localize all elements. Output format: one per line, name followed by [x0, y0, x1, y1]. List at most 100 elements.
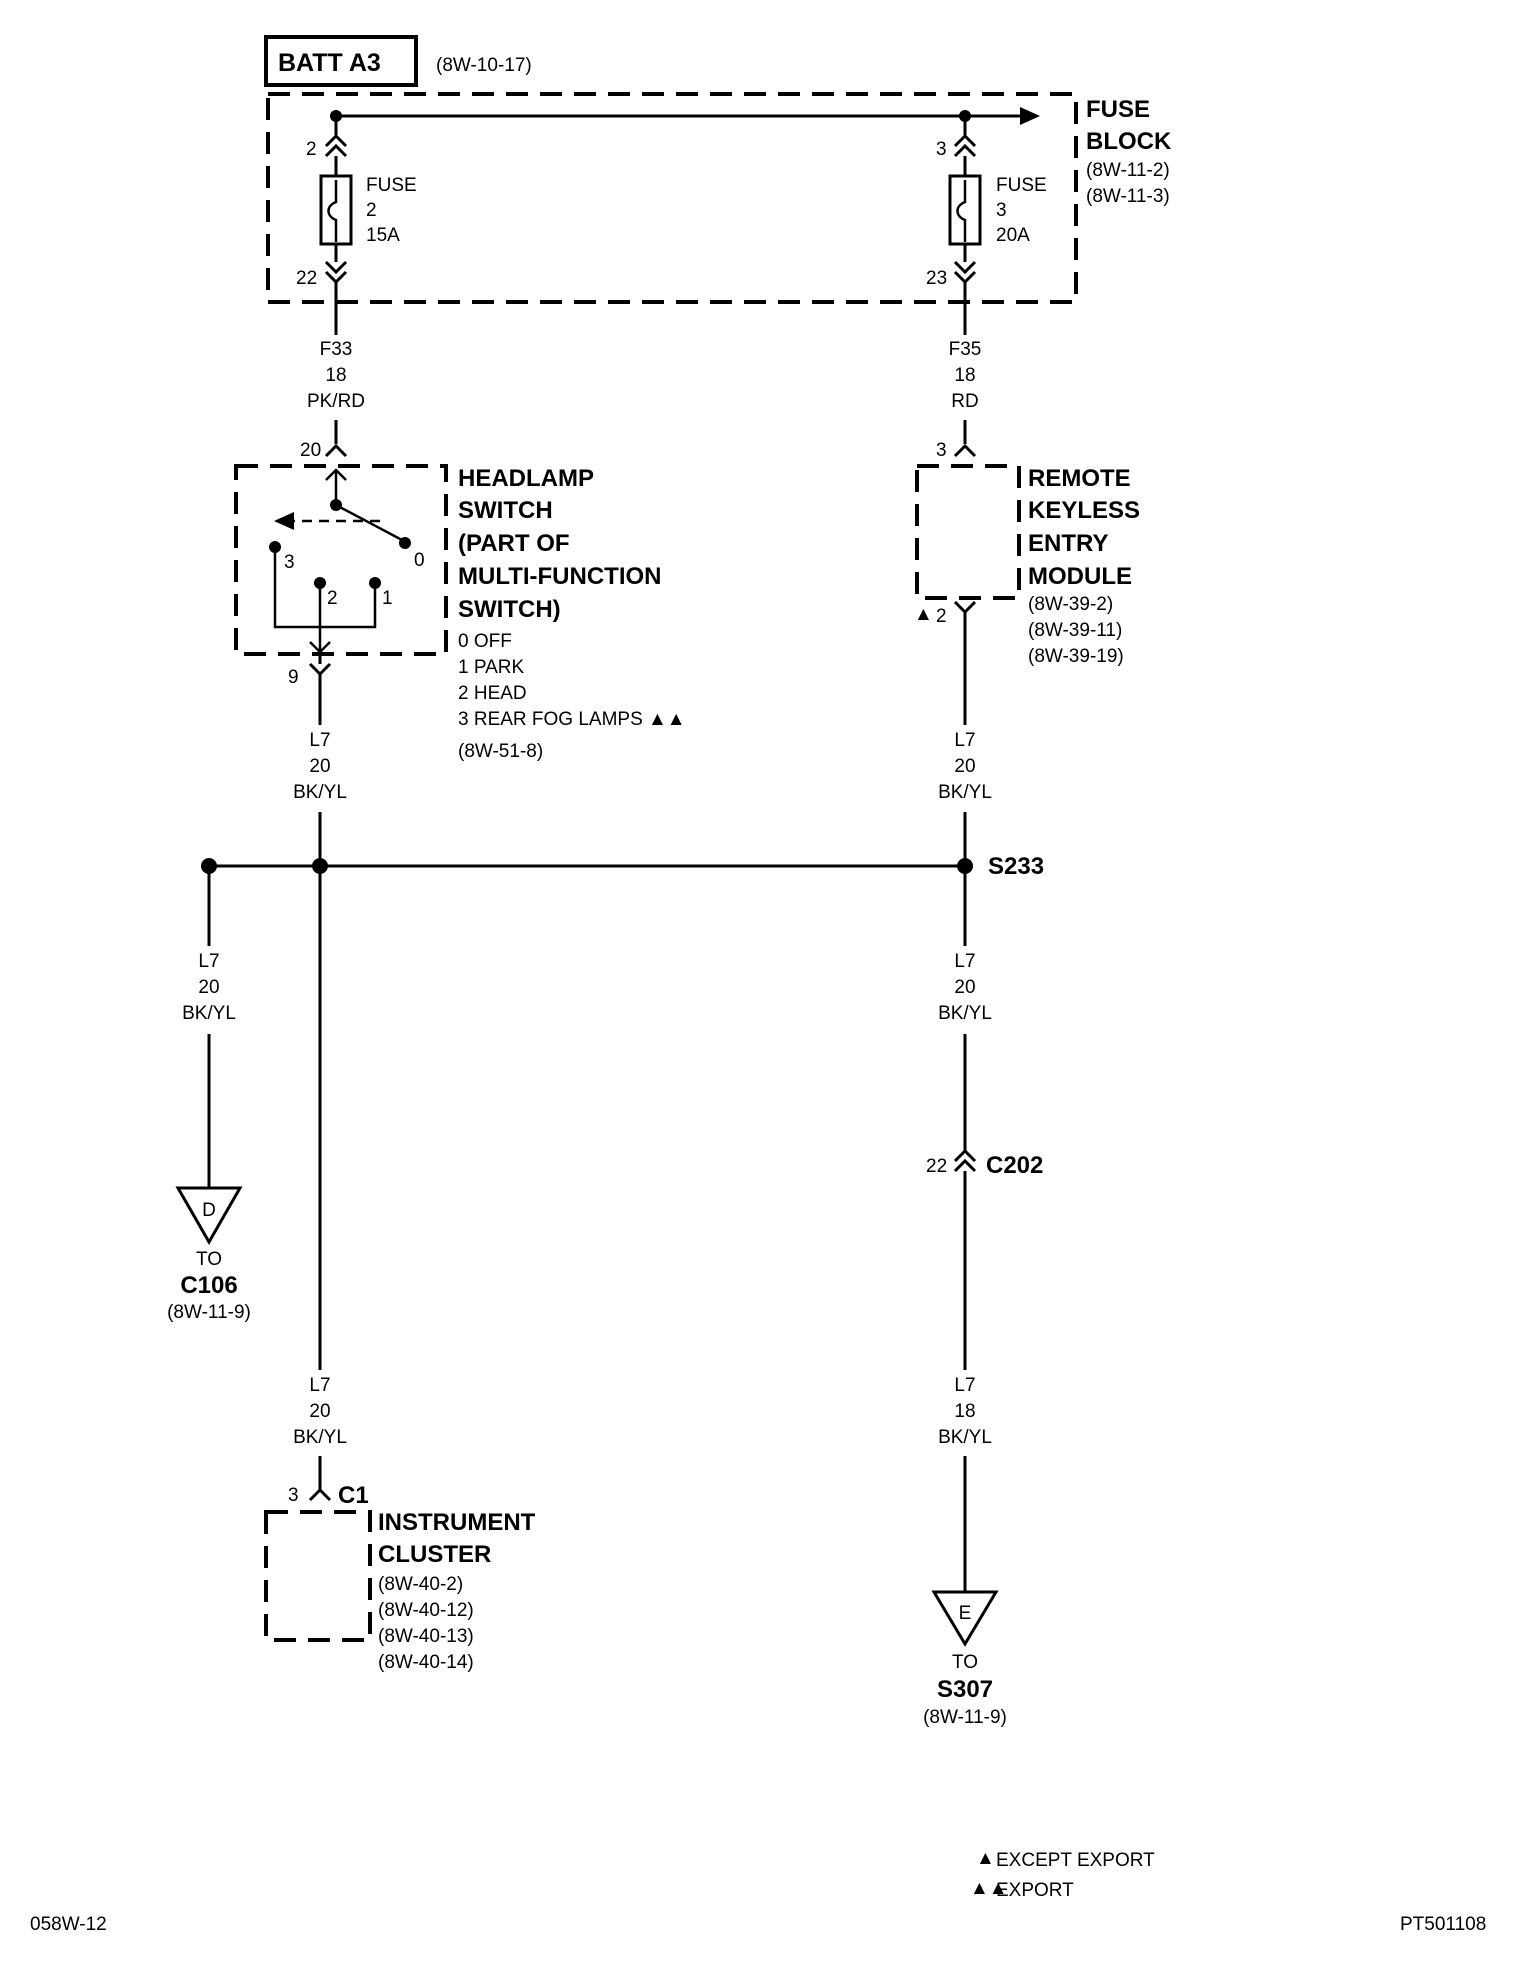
- wire-l7-s233-circuit: L7: [954, 951, 975, 972]
- headlamp-in-pin: 20: [300, 440, 321, 461]
- cluster-ref-4: (8W-40-14): [378, 1652, 474, 1673]
- offpage-e-letter: E: [959, 1603, 972, 1624]
- connector-c202-icon: [953, 1148, 977, 1163]
- headlamp-ref: (8W-51-8): [458, 741, 543, 762]
- wire-l7-rke-color: BK/YL: [938, 782, 992, 803]
- headlamp-switch-outline: [234, 464, 448, 656]
- fuse3-number: 3: [996, 200, 1007, 221]
- cluster-pin: 3: [288, 1485, 299, 1506]
- rke-in-pin: 3: [936, 440, 947, 461]
- rke-ref-2: (8W-39-11): [1028, 620, 1122, 641]
- fuse-block-ref-1: (8W-11-2): [1086, 160, 1170, 181]
- offpage-d-to: TO: [196, 1249, 222, 1270]
- offpage-d-dest: C106: [180, 1272, 237, 1299]
- bus-arrow-icon: [1020, 107, 1040, 125]
- wire-l7-headlamp-circuit: L7: [309, 730, 330, 751]
- switch-contact-3: 3: [284, 552, 295, 573]
- fuse3-rating: 20A: [996, 225, 1030, 246]
- rke-ref-3: (8W-39-19): [1028, 646, 1124, 667]
- wire-l7-cluster-gauge: 20: [309, 1401, 330, 1422]
- rke-module-outline: [915, 464, 1021, 600]
- headlamp-position-0: 0 OFF: [458, 631, 512, 652]
- wire-l7-rke-circuit: L7: [954, 730, 975, 751]
- except-export-marker-icon: ▲: [914, 604, 933, 625]
- headlamp-title-1: HEADLAMP: [458, 465, 594, 492]
- wire-l7-left-color: BK/YL: [182, 1003, 236, 1024]
- legend-export-marker-icon: ▲▲: [970, 1878, 1008, 1899]
- rke-title-3: ENTRY: [1028, 530, 1108, 557]
- switch-contact-2: 2: [327, 588, 338, 609]
- fuse-block-title-2: BLOCK: [1086, 128, 1172, 155]
- wire-l7-cluster-circuit: L7: [309, 1375, 330, 1396]
- headlamp-switch: [234, 420, 448, 725]
- headlamp-title-4: MULTI-FUNCTION: [458, 563, 662, 590]
- fuse2-in-pin: 2: [306, 139, 317, 160]
- offpage-d-ref: (8W-11-9): [167, 1302, 251, 1323]
- rke-module: [915, 420, 1021, 725]
- headlamp-position-2: 2 HEAD: [458, 683, 527, 704]
- wire-l7-headlamp-gauge: 20: [309, 756, 330, 777]
- headlamp-out-pin: 9: [288, 667, 299, 688]
- fuse3-label: FUSE: [996, 175, 1047, 196]
- connector-chevron-icon: [953, 443, 977, 458]
- connector-chevron-icon: [324, 443, 348, 458]
- wire-l7-s307-gauge: 18: [954, 1401, 975, 1422]
- wire-l7-left-gauge: 20: [198, 977, 219, 998]
- switch-contact-0: 0: [414, 550, 425, 571]
- battery-label-box: [264, 35, 418, 87]
- wire-f35-gauge: 18: [954, 365, 975, 386]
- fuse-block-title-1: FUSE: [1086, 96, 1150, 123]
- instrument-cluster-outline: [264, 1510, 372, 1642]
- battery-ref: (8W-10-17): [436, 55, 532, 76]
- cluster-connector: C1: [338, 1482, 369, 1509]
- offpage-e-ref: (8W-11-9): [923, 1707, 1007, 1728]
- headlamp-title-2: SWITCH: [458, 497, 553, 524]
- legend-export: EXPORT: [996, 1880, 1074, 1901]
- wire-f33-color: PK/RD: [307, 391, 365, 412]
- fuse-block-ref-2: (8W-11-3): [1086, 186, 1170, 207]
- wire-f33-circuit: F33: [320, 339, 353, 360]
- rke-ref-1: (8W-39-2): [1028, 594, 1113, 615]
- wire-l7-s307-circuit: L7: [954, 1375, 975, 1396]
- rke-out-pin: 2: [936, 606, 947, 627]
- wire-l7-headlamp-color: BK/YL: [293, 782, 347, 803]
- wire-f33-gauge: 18: [325, 365, 346, 386]
- cluster-ref-3: (8W-40-13): [378, 1626, 474, 1647]
- export-marker-icon: ▲▲: [648, 709, 686, 730]
- headlamp-title-5: SWITCH): [458, 596, 561, 623]
- fuse3-in-pin: 3: [936, 139, 947, 160]
- cluster-ref-1: (8W-40-2): [378, 1574, 463, 1595]
- rke-title-1: REMOTE: [1028, 465, 1131, 492]
- fuse2-number: 2: [366, 200, 377, 221]
- offpage-connector-d-icon: [175, 1186, 243, 1246]
- headlamp-position-3: 3 REAR FOG LAMPS: [458, 709, 643, 730]
- switch-blade: [335, 503, 403, 542]
- legend-except-export: EXCEPT EXPORT: [996, 1850, 1155, 1871]
- headlamp-position-1: 1 PARK: [458, 657, 525, 678]
- wire-l7-s307-color: BK/YL: [938, 1427, 992, 1448]
- cluster-title-1: INSTRUMENT: [378, 1509, 536, 1536]
- legend-except-export-marker-icon: ▲: [976, 1848, 995, 1869]
- wire-f35-circuit: F35: [949, 339, 982, 360]
- c202-label: C202: [986, 1152, 1043, 1179]
- arrow-left-icon: [274, 512, 294, 530]
- rke-title-2: KEYLESS: [1028, 497, 1140, 524]
- cluster-title-2: CLUSTER: [378, 1541, 491, 1568]
- wire-l7-left-circuit: L7: [198, 951, 219, 972]
- offpage-e-dest: S307: [937, 1676, 993, 1703]
- footer-page-code: 058W-12: [30, 1914, 107, 1935]
- fuse2-out-pin: 22: [296, 268, 317, 289]
- connector-chevron-icon: [308, 1487, 332, 1502]
- switch-contact-1: 1: [382, 588, 393, 609]
- offpage-e-to: TO: [952, 1652, 978, 1673]
- wire-f35-color: RD: [951, 391, 978, 412]
- footer-figure-code: PT501108: [1400, 1914, 1486, 1935]
- wire-l7-cluster-color: BK/YL: [293, 1427, 347, 1448]
- headlamp-title-3: (PART OF: [458, 530, 570, 557]
- cluster-ref-2: (8W-40-12): [378, 1600, 474, 1621]
- fuse-block-outline: [266, 92, 1078, 304]
- wire-l7-s233-gauge: 20: [954, 977, 975, 998]
- offpage-connector-e-icon: [931, 1590, 999, 1647]
- c202-pin: 22: [926, 1156, 947, 1177]
